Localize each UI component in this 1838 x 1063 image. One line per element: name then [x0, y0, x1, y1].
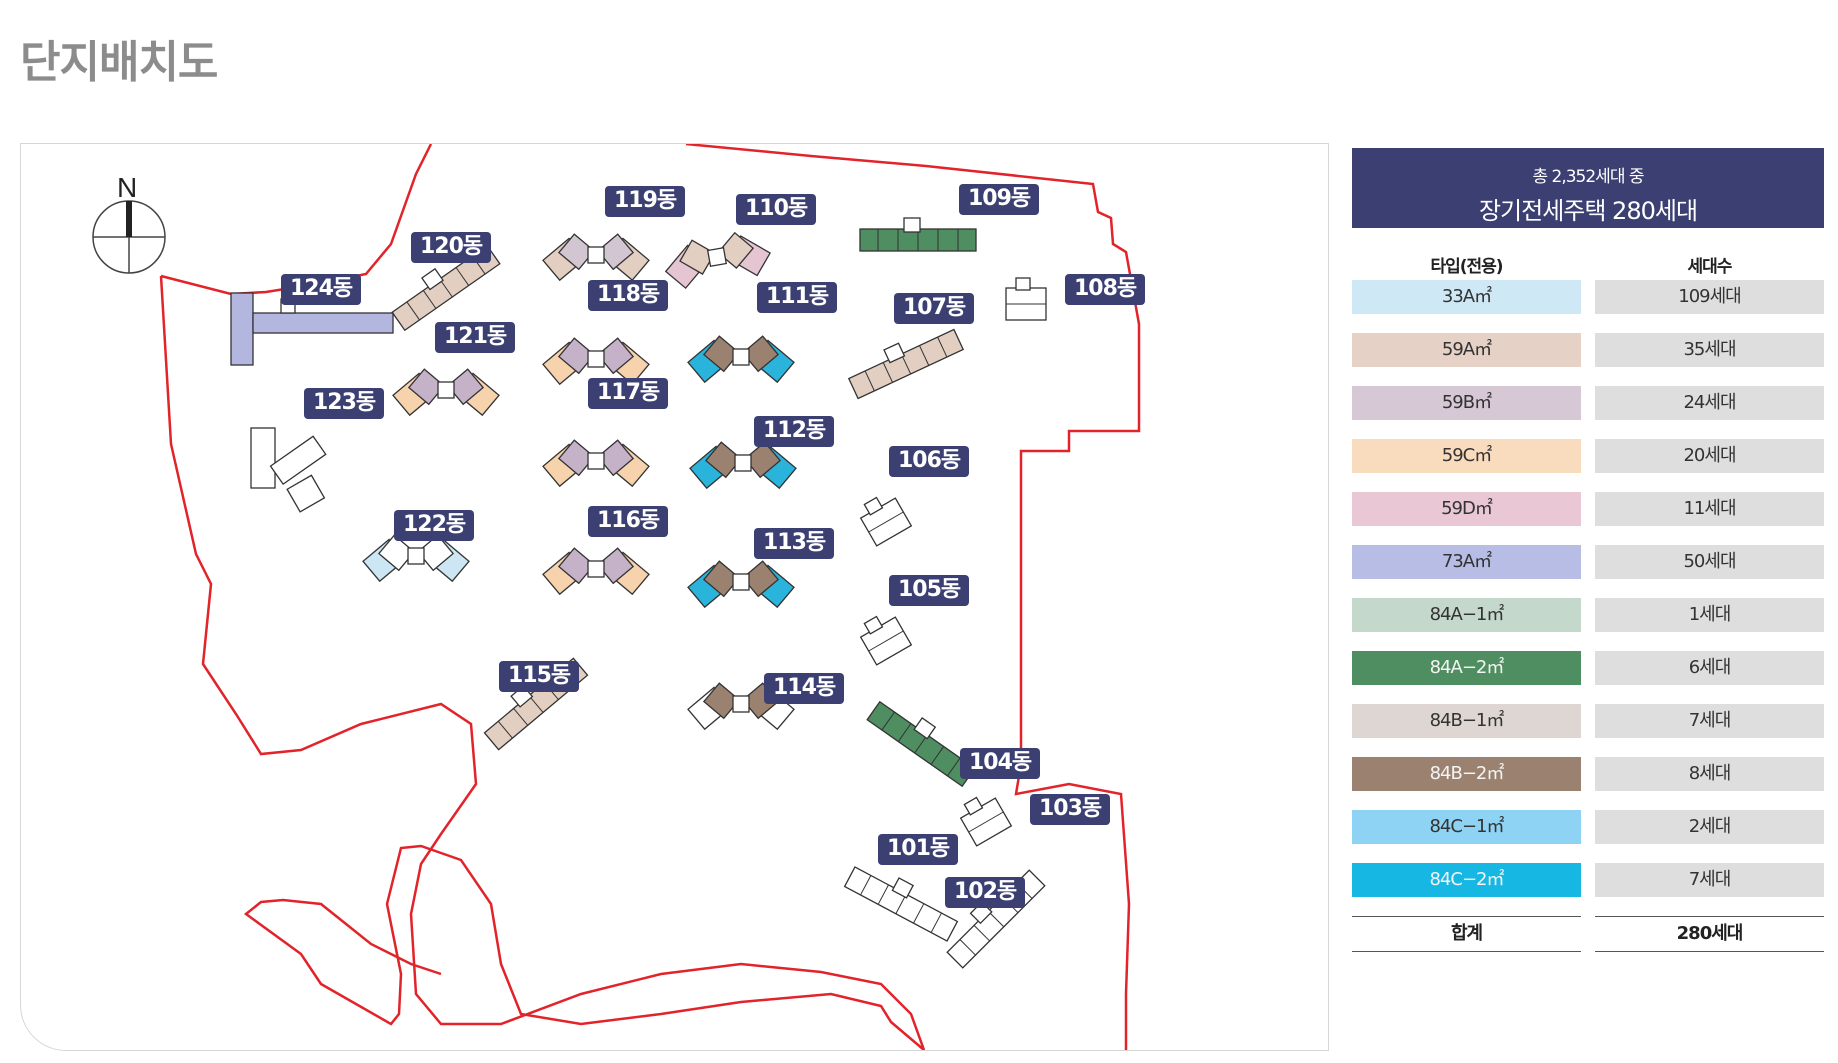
legend-row: 84A−2㎡ 6세대	[1352, 651, 1824, 704]
legend-total-row: 합계 280세대	[1352, 916, 1824, 952]
building-label-108[interactable]: 108동	[1065, 274, 1146, 305]
building-122-footprint[interactable]	[362, 534, 470, 583]
legend-unit-count: 8세대	[1595, 757, 1824, 791]
total-units: 280세대	[1595, 916, 1824, 952]
legend-unit-count: 24세대	[1595, 386, 1824, 420]
building-label-111[interactable]: 111동	[757, 282, 838, 313]
legend-unit-count: 6세대	[1595, 651, 1824, 685]
building-121-footprint[interactable]	[392, 368, 500, 417]
building-119-footprint[interactable]	[542, 233, 650, 282]
legend-unit-count: 20세대	[1595, 439, 1824, 473]
building-label-102[interactable]: 102동	[945, 877, 1026, 908]
building-123-footprint[interactable]	[250, 427, 327, 513]
building-105-footprint[interactable]	[856, 608, 913, 666]
site-plan-svg	[92, 144, 1141, 1050]
legend-type-swatch: 59B㎡	[1352, 386, 1581, 420]
building-label-121[interactable]: 121동	[435, 322, 516, 353]
legend-header-long-term: 장기전세주택 280세대	[1478, 197, 1698, 225]
legend-row: 73A㎡ 50세대	[1352, 545, 1824, 598]
building-107-footprint[interactable]	[844, 320, 965, 400]
legend-unit-count: 109세대	[1595, 280, 1824, 314]
legend-row: 33A㎡ 109세대	[1352, 280, 1824, 333]
legend-row: 59C㎡ 20세대	[1352, 439, 1824, 492]
building-118-footprint[interactable]	[542, 337, 650, 386]
legend-unit-count: 11세대	[1595, 492, 1824, 526]
legend-unit-count: 1세대	[1595, 598, 1824, 632]
building-110-footprint[interactable]	[661, 227, 773, 291]
building-116-footprint[interactable]	[542, 547, 650, 596]
legend-unit-count: 7세대	[1595, 704, 1824, 738]
legend-row: 84B−1㎡ 7세대	[1352, 704, 1824, 757]
legend-row: 84A−1㎡ 1세대	[1352, 598, 1824, 651]
legend-type-swatch: 84A−2㎡	[1352, 651, 1581, 685]
building-label-118[interactable]: 118동	[588, 280, 669, 311]
building-101-footprint[interactable]	[843, 857, 963, 942]
legend-type-swatch: 84B−2㎡	[1352, 757, 1581, 791]
building-label-105[interactable]: 105동	[889, 575, 970, 606]
building-label-123[interactable]: 123동	[304, 388, 385, 419]
building-label-109[interactable]: 109동	[959, 184, 1040, 215]
legend-type-swatch: 59A㎡	[1352, 333, 1581, 367]
building-label-110[interactable]: 110동	[736, 194, 817, 225]
building-label-103[interactable]: 103동	[1030, 794, 1111, 825]
legend-row: 84B−2㎡ 8세대	[1352, 757, 1824, 810]
site-plan-map: N 119동 110동 109동 120동 124동 118동 111동 107동 108동 12…	[20, 143, 1329, 1051]
legend-unit-count: 35세대	[1595, 333, 1824, 367]
building-label-116[interactable]: 116동	[588, 506, 669, 537]
legend-row: 59A㎡ 35세대	[1352, 333, 1824, 386]
building-111-footprint[interactable]	[687, 335, 795, 384]
building-label-122[interactable]: 122동	[394, 510, 475, 541]
column-header-type: 타입(전용)	[1430, 257, 1503, 277]
compass-icon	[92, 200, 166, 274]
legend-type-swatch: 84C−1㎡	[1352, 810, 1581, 844]
legend-row: 84C−2㎡ 7세대	[1352, 863, 1824, 916]
building-120-footprint[interactable]	[386, 237, 501, 332]
legend-type-swatch: 84B−1㎡	[1352, 704, 1581, 738]
building-label-117[interactable]: 117동	[588, 378, 669, 409]
building-124-footprint[interactable]	[230, 292, 394, 366]
legend-type-swatch: 73A㎡	[1352, 545, 1581, 579]
building-108-footprint[interactable]	[1005, 277, 1047, 321]
building-label-104[interactable]: 104동	[960, 748, 1041, 779]
legend-type-swatch: 59D㎡	[1352, 492, 1581, 526]
legend-type-swatch: 59C㎡	[1352, 439, 1581, 473]
legend-row: 59D㎡ 11세대	[1352, 492, 1824, 545]
unit-type-legend: 총 2,352세대 중 장기전세주택 280세대 타입(전용) 세대수 33A㎡…	[1352, 148, 1824, 952]
building-106-footprint[interactable]	[856, 489, 913, 547]
legend-row: 59B㎡ 24세대	[1352, 386, 1824, 439]
building-113-footprint[interactable]	[687, 560, 795, 609]
building-label-101[interactable]: 101동	[878, 834, 959, 865]
building-103-footprint[interactable]	[956, 789, 1013, 847]
legend-type-swatch: 84A−1㎡	[1352, 598, 1581, 632]
building-label-112[interactable]: 112동	[754, 416, 835, 447]
building-109-footprint[interactable]	[859, 217, 977, 252]
compass-north-label: N	[117, 172, 138, 203]
page-title: 단지배치도	[20, 37, 218, 88]
legend-unit-count: 2세대	[1595, 810, 1824, 844]
legend-type-swatch: 84C−2㎡	[1352, 863, 1581, 897]
legend-header: 총 2,352세대 중 장기전세주택 280세대	[1352, 148, 1824, 228]
building-label-107[interactable]: 107동	[894, 293, 975, 324]
building-label-119[interactable]: 119동	[605, 186, 686, 217]
building-117-footprint[interactable]	[542, 439, 650, 488]
building-label-114[interactable]: 114동	[764, 673, 845, 704]
building-label-106[interactable]: 106동	[889, 446, 970, 477]
building-112-footprint[interactable]	[689, 441, 797, 490]
building-label-113[interactable]: 113동	[754, 528, 835, 559]
building-label-124[interactable]: 124동	[281, 274, 362, 305]
legend-row: 84C−1㎡ 2세대	[1352, 810, 1824, 863]
building-label-115[interactable]: 115동	[499, 661, 580, 692]
column-header-units: 세대수	[1687, 257, 1733, 277]
legend-header-total: 총 2,352세대 중	[1532, 167, 1644, 187]
legend-column-headers: 타입(전용) 세대수	[1352, 242, 1824, 280]
legend-unit-count: 7세대	[1595, 863, 1824, 897]
legend-unit-count: 50세대	[1595, 545, 1824, 579]
total-label: 합계	[1352, 916, 1581, 952]
building-label-120[interactable]: 120동	[411, 232, 492, 263]
legend-type-swatch: 33A㎡	[1352, 280, 1581, 314]
